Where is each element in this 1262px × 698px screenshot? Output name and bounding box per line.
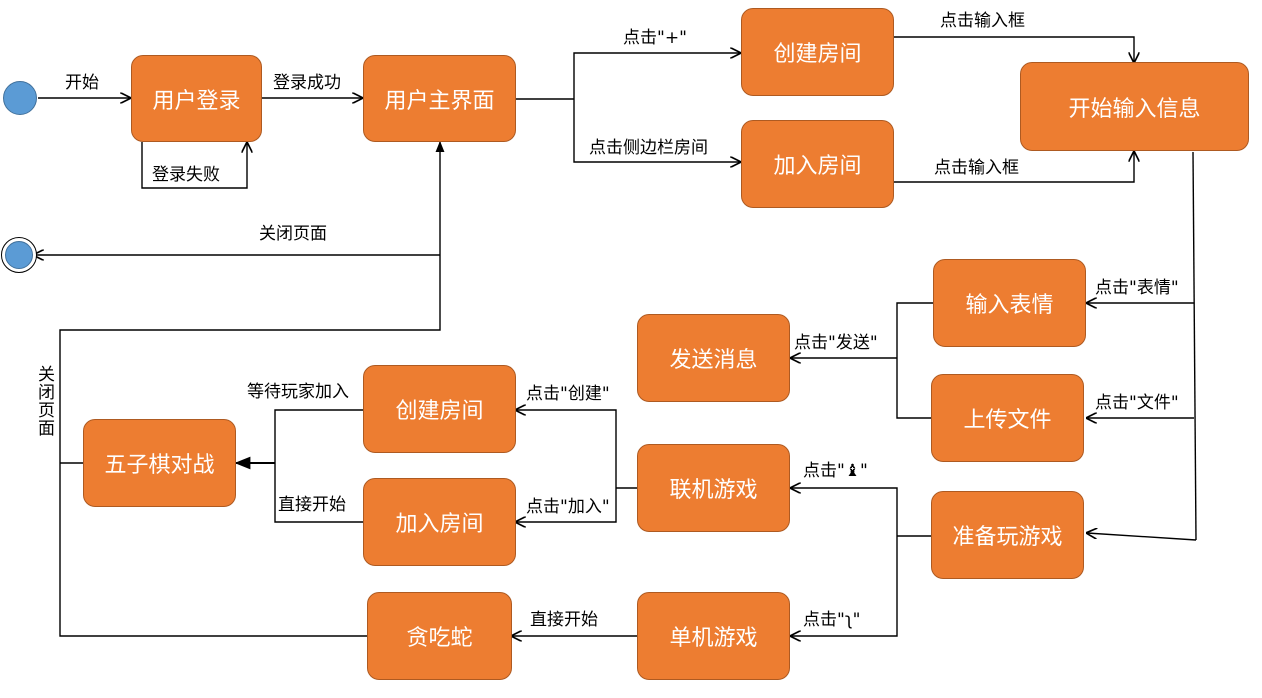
node-ready-game: 准备玩游戏 [931, 491, 1084, 579]
node-create-room-game: 创建房间 [363, 365, 516, 453]
node-user-home: 用户主界面 [363, 55, 516, 142]
edge-input-trunk [1192, 151, 1197, 541]
label-click-send: 点击"发送" [794, 333, 878, 353]
label-click-join: 点击"加入" [526, 497, 610, 517]
edge-online-create [516, 410, 617, 488]
edge-fork-join [573, 99, 740, 162]
node-single-game: 单机游戏 [637, 592, 790, 680]
node-input-info: 开始输入信息 [1020, 62, 1249, 151]
node-create-room-top: 创建房间 [741, 8, 894, 96]
label-click-sidebar-room: 点击侧边栏房间 [589, 138, 708, 158]
edge-ready-online [791, 488, 898, 536]
node-join-room-top: 加入房间 [741, 120, 894, 208]
edge-trunk-ready [1087, 533, 1197, 541]
label-direct-start-2: 直接开始 [530, 610, 598, 630]
label-click-create: 点击"创建" [526, 384, 610, 404]
label-wait-player: 等待玩家加入 [247, 382, 349, 402]
label-start: 开始 [65, 73, 99, 93]
edge-emoji-file-join [896, 302, 933, 419]
node-gomoku: 五子棋对战 [83, 419, 236, 507]
node-online-game: 联机游戏 [637, 444, 790, 532]
node-upload-file: 上传文件 [931, 374, 1084, 462]
edge-snake-return [59, 140, 445, 637]
edge-create-input [894, 36, 1134, 62]
end-node-inner-icon [5, 241, 33, 269]
edge-online-join [516, 488, 617, 522]
edge-login-fail-loop [141, 142, 247, 189]
edge-fork-create [573, 53, 740, 99]
node-input-emoji: 输入表情 [933, 259, 1086, 347]
node-send-message: 发送消息 [637, 314, 790, 402]
edge-rooms-fork [274, 409, 364, 523]
label-login-success: 登录成功 [273, 73, 341, 93]
label-click-plus: 点击"+" [623, 28, 687, 48]
label-click-chess: 点击"♝" [803, 461, 868, 481]
node-user-login: 用户登录 [131, 55, 262, 142]
label-click-file: 点击"文件" [1095, 393, 1179, 413]
label-login-fail: 登录失败 [152, 165, 220, 185]
label-click-snake: 点击"ʅ" [803, 610, 861, 630]
label-click-emoji: 点击"表情" [1095, 278, 1179, 298]
edge-ready-single [791, 536, 898, 636]
label-close-page-vertical: 关闭页面 [34, 365, 54, 437]
node-snake: 贪吃蛇 [367, 592, 512, 680]
start-node-icon [3, 81, 37, 115]
label-direct-start-1: 直接开始 [278, 495, 346, 515]
label-click-input-box-2: 点击输入框 [934, 158, 1019, 178]
edge-join-input [894, 152, 1134, 183]
node-join-room-game: 加入房间 [363, 478, 516, 566]
label-click-input-box-1: 点击输入框 [940, 11, 1025, 31]
label-close-page: 关闭页面 [259, 224, 327, 244]
